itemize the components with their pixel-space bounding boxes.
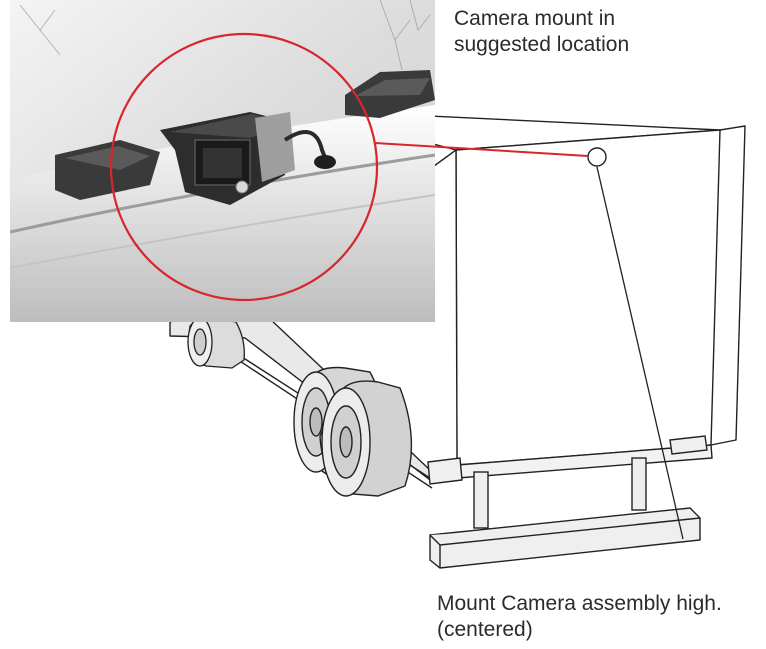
- camera-mount-annotation: Camera mount in suggested location: [454, 7, 630, 56]
- camera-photo-inset: [10, 0, 435, 322]
- camera-location-marker: [587, 147, 684, 540]
- rear-wheel-right: [319, 380, 413, 497]
- front-wheel: [187, 317, 245, 369]
- mount-high-annotation: Mount Camera assembly high. (centered): [437, 592, 722, 641]
- trailer-front-face: [455, 129, 721, 466]
- highlight-circle: [109, 32, 379, 302]
- highlight-connector: [374, 142, 589, 157]
- rear-bumper: [427, 435, 708, 569]
